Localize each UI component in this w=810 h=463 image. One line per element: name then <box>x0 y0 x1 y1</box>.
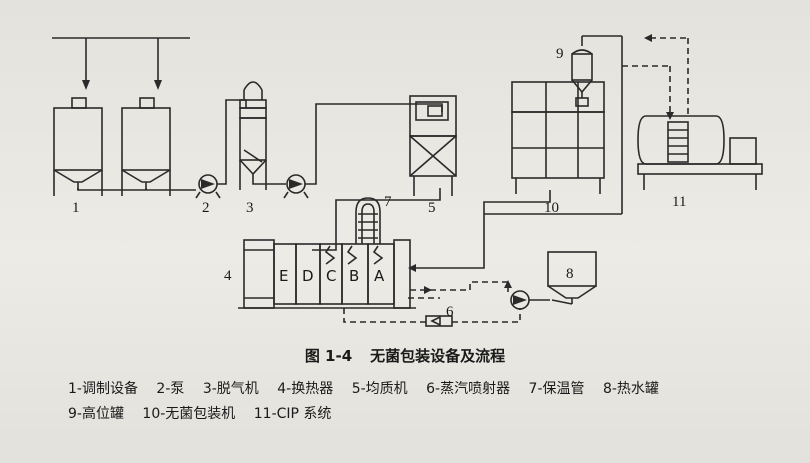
legend-item: 1-调制设备 <box>68 381 138 397</box>
legend-item: 4-换热器 <box>277 381 334 397</box>
line-deaerator-to-pump <box>252 174 286 185</box>
legend-item: 9-高位罐 <box>68 406 124 422</box>
section-label-d: D <box>302 267 314 285</box>
heat-exchanger-4 <box>238 239 416 309</box>
legend-item: 10-无菌包装机 <box>142 406 236 422</box>
line-homogenizer-to-exchanger <box>312 188 441 251</box>
homogenizer-5 <box>409 95 457 196</box>
legend-row: 1-调制设备 2-泵 3-脱气机 4-换热器 5-均质机 6-蒸汽喷射器 7-保… <box>68 378 673 398</box>
callout-5: 5 <box>428 200 436 216</box>
tank-outlet-line <box>77 188 196 191</box>
callout-8: 8 <box>566 266 574 282</box>
steam-injector-6 <box>425 315 453 327</box>
figure-title: 无菌包装设备及流程 <box>370 347 506 365</box>
cip-system-11 <box>637 115 763 190</box>
legend-item: 6-蒸汽喷射器 <box>426 381 511 397</box>
legend-item: 5-均质机 <box>351 381 408 397</box>
callout-2: 2 <box>202 200 210 216</box>
line-exchanger-to-filler <box>410 190 551 269</box>
callout-3: 3 <box>246 200 254 216</box>
hot-water-tank-8 <box>547 251 597 305</box>
callout-7: 7 <box>384 194 392 210</box>
cip-lines <box>622 37 689 114</box>
hot-water-circuit <box>343 281 521 323</box>
figure-number: 图 1-4 <box>304 347 353 365</box>
high-level-tank-9 <box>484 35 623 215</box>
pump-hot-water <box>510 290 550 310</box>
pump-2 <box>195 174 221 199</box>
exchanger-section-labels: E D C B A <box>279 267 385 285</box>
holding-tube-7 <box>355 197 381 244</box>
callout-9: 9 <box>556 46 564 62</box>
legend-item: 8-热水罐 <box>602 381 659 397</box>
process-flow-diagram: E D C B A <box>52 34 763 327</box>
callout-labels: 1 2 3 4 5 6 7 8 9 10 11 <box>72 46 686 320</box>
legend-item: 3-脱气机 <box>202 381 259 397</box>
legend-item: 7-保温管 <box>528 381 585 397</box>
figure-caption: 图 1-4 无菌包装设备及流程 <box>0 345 810 366</box>
callout-6: 6 <box>446 304 454 320</box>
section-label-c: C <box>326 267 336 285</box>
deaerator-3 <box>239 81 267 190</box>
callout-11: 11 <box>672 194 686 210</box>
legend-row: 9-高位罐 10-无菌包装机 11-CIP 系统 <box>68 403 345 423</box>
callout-4: 4 <box>224 268 232 284</box>
callout-10: 10 <box>544 200 559 216</box>
pump-after-deaerator <box>283 174 309 199</box>
feed-lines <box>52 37 190 90</box>
section-label-b: B <box>349 267 359 285</box>
legend-item: 11-CIP 系统 <box>253 406 332 422</box>
line-pump2-to-deaerator <box>217 99 247 185</box>
line-to-homogenizer <box>305 103 443 185</box>
section-label-e: E <box>279 267 288 285</box>
aseptic-filler-10 <box>511 81 605 194</box>
callout-1: 1 <box>72 200 80 216</box>
legend-item: 2-泵 <box>156 381 185 397</box>
blending-tank-2 <box>121 97 171 196</box>
section-label-a: A <box>374 267 385 285</box>
blending-tank-1 <box>53 97 103 196</box>
